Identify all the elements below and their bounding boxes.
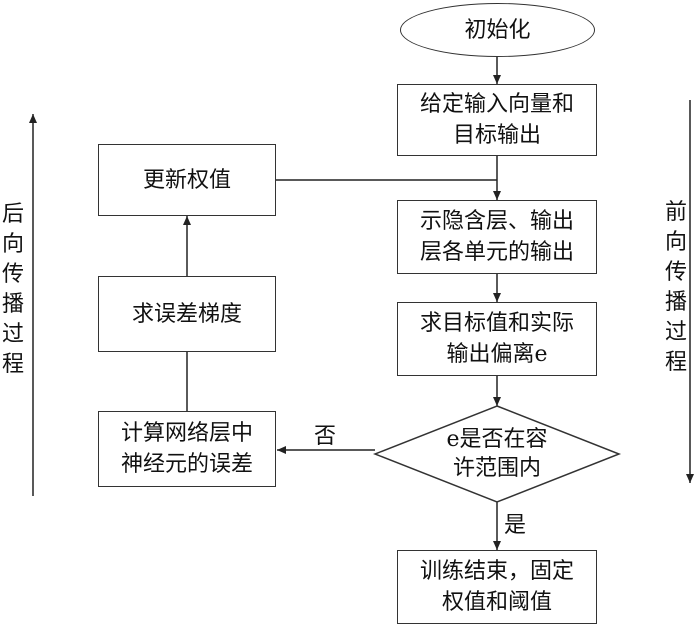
compute-error-node: 计算网络层中 神经元的误差	[98, 411, 276, 487]
init-label: 初始化	[464, 17, 531, 43]
deviation-label: 求目标值和实际 输出偏离e	[419, 311, 574, 367]
deviation-node: 求目标值和实际 输出偏离e	[397, 302, 597, 376]
init-node: 初始化	[400, 3, 595, 57]
forward-process-label: 前向传播过程	[664, 200, 687, 375]
hidden-output-node: 示隐含层、输出 层各单元的输出	[397, 200, 597, 274]
given-input-node: 给定输入向量和 目标输出	[397, 84, 597, 156]
update-weights-label: 更新权值	[142, 167, 231, 193]
backward-process-label: 后向传播过程	[1, 202, 24, 377]
end-label: 训练结束，固定 权值和阈值	[419, 559, 574, 615]
decision-diamond	[372, 405, 622, 503]
gradient-label: 求误差梯度	[131, 301, 242, 327]
decision-label: e是否在容 许范围内	[446, 427, 548, 481]
compute-error-label: 计算网络层中 神经元的误差	[120, 421, 253, 477]
no-branch-label: 否	[314, 424, 337, 449]
update-weights-node: 更新权值	[98, 144, 276, 216]
yes-branch-label: 是	[504, 513, 527, 538]
hidden-output-label: 示隐含层、输出 层各单元的输出	[419, 209, 574, 265]
end-node: 训练结束，固定 权值和阈值	[397, 550, 597, 624]
given-input-label: 给定输入向量和 目标输出	[419, 92, 574, 148]
gradient-node: 求误差梯度	[98, 276, 276, 352]
